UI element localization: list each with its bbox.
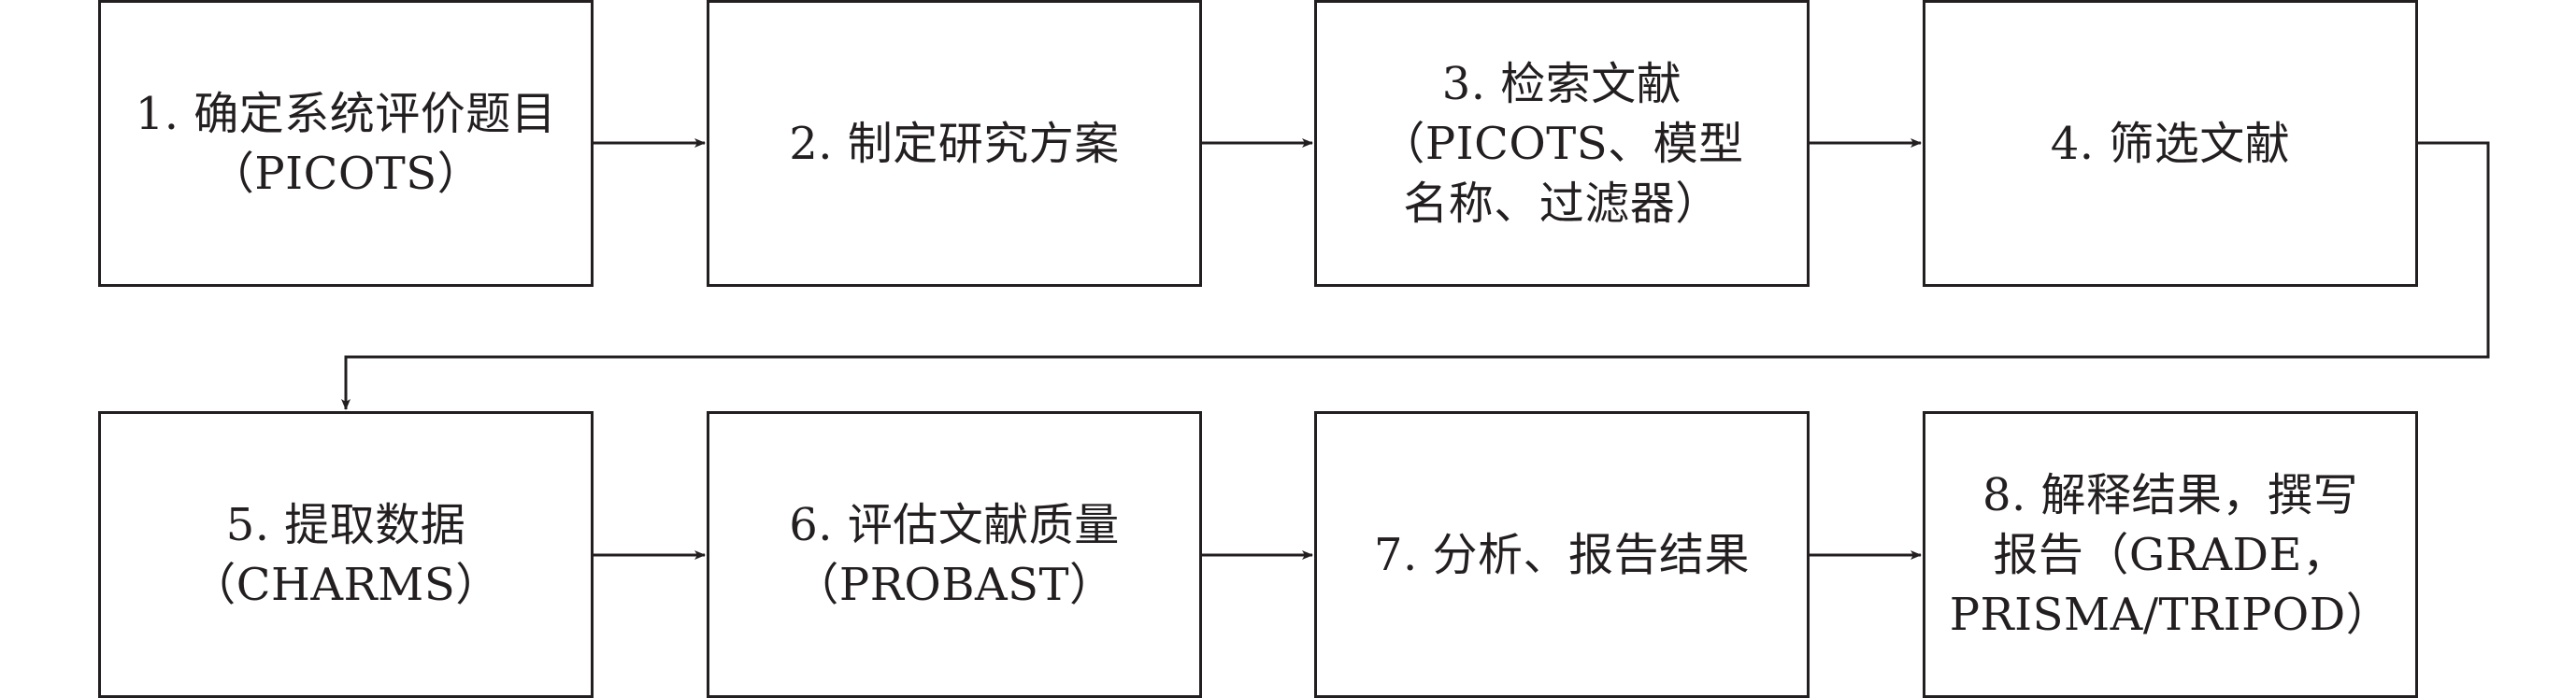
- step-text-8: 8. 解释结果，撰写 报告（GRADE， PRISMA/TRIPOD）: [1949, 468, 2392, 641]
- arrow-4-to-5: [341, 141, 2490, 410]
- step-box-8: 8. 解释结果，撰写 报告（GRADE， PRISMA/TRIPOD）: [1923, 411, 2418, 698]
- step-box-3: 3. 检索文献 （PICOTS、模型 名称、过滤器）: [1314, 0, 1810, 287]
- step-box-5: 5. 提取数据 （CHARMS）: [98, 411, 594, 698]
- step-text-6: 6. 评估文献质量 （PROBAST）: [789, 498, 1120, 611]
- step-text-4: 4. 筛选文献: [2050, 117, 2291, 170]
- step-box-4: 4. 筛选文献: [1923, 0, 2418, 287]
- step-text-2: 2. 制定研究方案: [789, 117, 1120, 170]
- step-box-6: 6. 评估文献质量 （PROBAST）: [707, 411, 1202, 698]
- step-text-5: 5. 提取数据 （CHARMS）: [191, 498, 501, 611]
- step-box-1: 1. 确定系统评价题目 （PICOTS）: [98, 0, 594, 287]
- step-text-7: 7. 分析、报告结果: [1373, 528, 1751, 581]
- step-box-7: 7. 分析、报告结果: [1314, 411, 1810, 698]
- step-text-3: 3. 检索文献 （PICOTS、模型 名称、过滤器）: [1380, 57, 1744, 230]
- step-box-2: 2. 制定研究方案: [707, 0, 1202, 287]
- step-text-1: 1. 确定系统评价题目 （PICOTS）: [135, 87, 557, 200]
